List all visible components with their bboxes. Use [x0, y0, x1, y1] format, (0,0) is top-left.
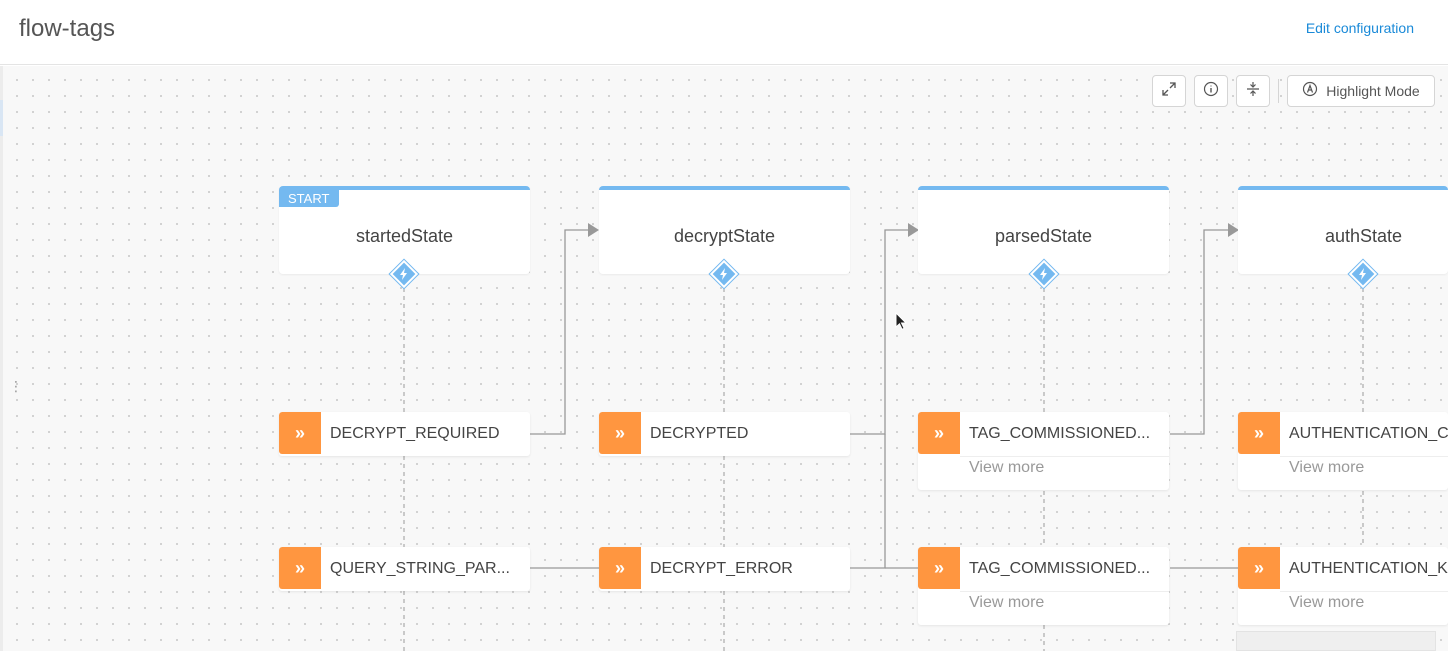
- event-node[interactable]: » DECRYPTED: [599, 412, 850, 456]
- state-node-auth[interactable]: authState: [1238, 186, 1448, 274]
- event-label: TAG_COMMISSIONED...: [969, 560, 1151, 577]
- event-node[interactable]: » TAG_COMMISSIONED... View more: [918, 412, 1169, 490]
- event-label: DECRYPTED: [650, 425, 749, 442]
- left-panel-tab[interactable]: [0, 100, 3, 136]
- start-badge: START: [279, 190, 339, 207]
- state-name: decryptState: [673, 226, 776, 246]
- left-panel-strip: [0, 66, 3, 651]
- state-node-decrypt[interactable]: decryptState: [599, 186, 850, 274]
- divider: [1280, 591, 1448, 592]
- event-node[interactable]: » AUTHENTICATION_K View more: [1238, 547, 1448, 625]
- state-name: startedState: [355, 226, 454, 246]
- bolt-icon: [393, 263, 415, 285]
- chevrons-right-icon: »: [1238, 412, 1280, 454]
- state-node-started[interactable]: START startedState: [279, 186, 530, 274]
- expand-button[interactable]: [1152, 75, 1186, 107]
- state-node-parsed[interactable]: parsedState: [918, 186, 1169, 274]
- event-label: AUTHENTICATION_C: [1289, 425, 1448, 442]
- divider: [1280, 456, 1448, 457]
- event-node[interactable]: » TAG_COMMISSIONED... View more: [918, 547, 1169, 625]
- event-node[interactable]: » DECRYPT_REQUIRED: [279, 412, 530, 456]
- highlight-icon: [1302, 81, 1318, 102]
- view-more-link[interactable]: View more: [969, 459, 1045, 476]
- view-more-link[interactable]: View more: [969, 594, 1045, 611]
- minimap-panel[interactable]: [1236, 631, 1436, 651]
- bolt-icon: [1352, 263, 1374, 285]
- chevrons-right-icon: »: [1238, 547, 1280, 589]
- page-title: flow-tags: [19, 15, 116, 42]
- chevrons-right-icon: »: [918, 412, 960, 454]
- bolt-icon: [1033, 263, 1055, 285]
- fit-vertical-button[interactable]: [1236, 75, 1270, 107]
- chevrons-right-icon: »: [279, 412, 321, 454]
- chevrons-right-icon: »: [599, 547, 641, 589]
- view-more-link[interactable]: View more: [1289, 594, 1365, 611]
- view-more-link[interactable]: View more: [1289, 459, 1365, 476]
- bolt-icon: [713, 263, 735, 285]
- event-node[interactable]: » QUERY_STRING_PAR...: [279, 547, 530, 591]
- state-name: authState: [1324, 226, 1403, 246]
- highlight-mode-label: Highlight Mode: [1326, 83, 1420, 99]
- toolbar-separator: [1278, 79, 1279, 103]
- event-label: DECRYPT_REQUIRED: [330, 425, 500, 442]
- chevrons-right-icon: »: [279, 547, 321, 589]
- event-node[interactable]: » DECRYPT_ERROR: [599, 547, 850, 591]
- divider: [960, 591, 1169, 592]
- event-label: DECRYPT_ERROR: [650, 560, 793, 577]
- chevrons-right-icon: »: [918, 547, 960, 589]
- state-name: parsedState: [994, 226, 1093, 246]
- expand-icon: [1162, 81, 1176, 101]
- highlight-mode-button[interactable]: Highlight Mode: [1287, 75, 1435, 107]
- divider: [960, 456, 1169, 457]
- chevrons-right-icon: »: [599, 412, 641, 454]
- event-label: QUERY_STRING_PAR...: [330, 560, 510, 577]
- edit-configuration-link[interactable]: Edit configuration: [1305, 20, 1414, 36]
- info-button[interactable]: [1194, 75, 1228, 107]
- drag-handle[interactable]: ⋮: [9, 379, 23, 403]
- header: flow-tags Edit configuration: [0, 0, 1448, 65]
- event-label: TAG_COMMISSIONED...: [969, 425, 1151, 442]
- event-node[interactable]: » AUTHENTICATION_C View more: [1238, 412, 1448, 490]
- event-label: AUTHENTICATION_K: [1289, 560, 1448, 577]
- mouse-cursor-icon: [895, 311, 908, 335]
- info-icon: [1203, 81, 1219, 102]
- fit-vertical-icon: [1246, 81, 1260, 102]
